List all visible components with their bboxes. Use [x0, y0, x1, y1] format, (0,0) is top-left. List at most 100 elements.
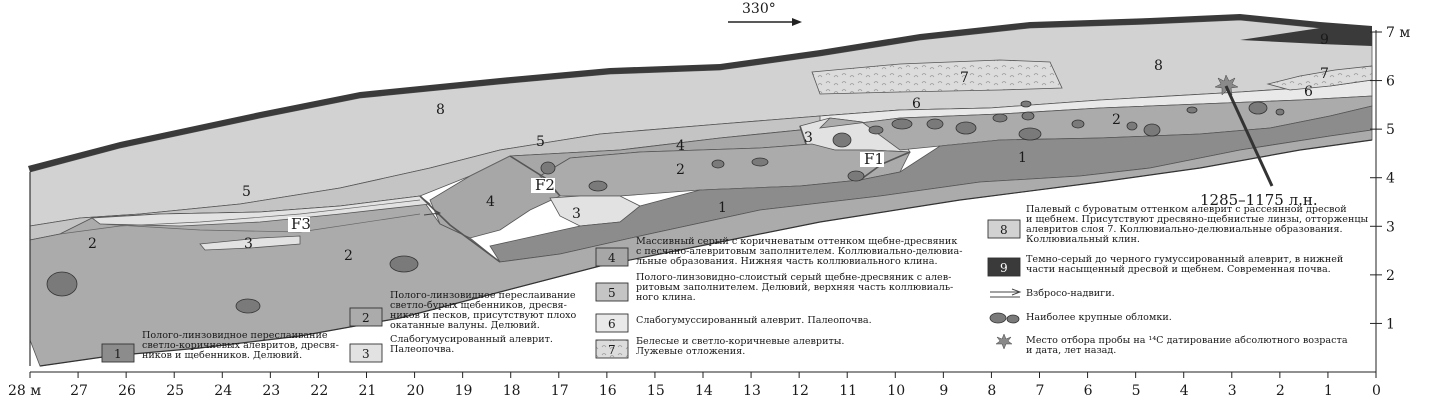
clast-icon	[389, 255, 419, 273]
legend-text-line: Слабогумусированный алеврит.	[390, 334, 553, 345]
layer-label-2: 2	[1112, 112, 1121, 128]
legend-number: 9	[1000, 261, 1008, 275]
clast-icon	[832, 132, 852, 148]
fault-label-f2: F2	[535, 176, 555, 194]
clast-icon	[1248, 101, 1268, 115]
legend-text-line: Слабогумуссированный алеврит. Палеопочва…	[636, 315, 872, 326]
legend-text-line: части насыщенный дресвой и щебнем. Совре…	[1026, 264, 1331, 275]
fault-labels: F3 F2 F1	[288, 150, 884, 233]
clast-icon	[1143, 123, 1161, 137]
legend-swatch	[595, 282, 629, 302]
clast-icon	[992, 113, 1008, 123]
clast-icon	[235, 298, 261, 314]
layer-label-1: 1	[1018, 150, 1027, 166]
orientation-arrow: 330°	[728, 1, 802, 26]
clast-icon	[1126, 121, 1138, 131]
x-tick-label: 15	[647, 383, 665, 399]
clast-icon	[711, 159, 725, 169]
layer-label-5: 5	[536, 134, 545, 150]
x-tick-label: 23	[262, 383, 280, 399]
x-tick-label: 11	[839, 383, 857, 399]
clast-icon	[1020, 100, 1032, 108]
legend-number: 4	[608, 251, 616, 265]
legend-text-line: алевритов слоя 7. Коллювиально-делювиаль…	[1026, 224, 1343, 235]
legend-text-line: Палеопочва.	[390, 344, 454, 355]
sample-star-legend-icon	[995, 333, 1013, 350]
layer-label-9: 9	[1320, 32, 1329, 48]
x-tick-label: 16	[599, 383, 617, 399]
layer-7-lens-right	[1266, 65, 1373, 91]
legend-swatch	[987, 257, 1021, 277]
x-tick-label: 9	[939, 383, 948, 399]
layer-boundary-line	[59, 199, 421, 235]
thrust-fault-line	[799, 125, 807, 145]
layer-label-6: 6	[1304, 84, 1313, 100]
layer-boundary-line	[699, 185, 801, 191]
x-tick-label: 26	[118, 383, 136, 399]
section-outline	[29, 139, 1373, 367]
clast-legend-icon	[989, 312, 1007, 324]
legend-text-line: Полого-линзовидное переслаивание	[390, 290, 576, 301]
layer-label-7: 7	[1320, 66, 1329, 82]
x-tick-label: 19	[455, 383, 473, 399]
y-tick-label: 7 м	[1386, 25, 1410, 41]
clast-icon	[46, 271, 78, 297]
layer-label-2: 2	[344, 248, 353, 264]
legend-item: Наиболее крупные обломки.	[989, 312, 1172, 324]
layer-boundary-line	[939, 139, 1001, 147]
legend-text-line: ного клина.	[636, 292, 696, 303]
x-tick-label: 1	[1324, 383, 1333, 399]
legend-text-line: и дата, лет назад.	[1026, 345, 1116, 356]
legend-swatch	[595, 339, 629, 359]
legend-text-line: Коллювиальный клин.	[1026, 234, 1140, 245]
layer-label-3: 3	[572, 206, 581, 222]
y-tick-label: 2	[1386, 268, 1395, 284]
x-tick-label: 14	[695, 383, 713, 399]
x-tick-label: 17	[551, 383, 569, 399]
legend-number: 7	[608, 343, 616, 357]
clast-icon	[1275, 108, 1285, 116]
legend-text-line: Полого-линзовидно-слоистый серый щебне-д…	[636, 272, 951, 283]
fault-label-f3: F3	[291, 215, 311, 233]
layer-label-5: 5	[242, 184, 251, 200]
legend-text-line: Темно-серый до черного гумуссированный а…	[1026, 254, 1343, 265]
layer-label-3: 3	[244, 236, 253, 252]
sample-marker: 1285–1175 л.н.	[1200, 74, 1318, 209]
thrust-symbol-icon	[423, 210, 442, 216]
layer-label-2: 2	[88, 236, 97, 252]
layer-label-8: 8	[436, 102, 445, 118]
x-tick-label: 0	[1372, 383, 1381, 399]
clast-icon	[1018, 127, 1042, 141]
x-tick-label: 7	[1036, 383, 1045, 399]
arrow-head-icon	[792, 18, 802, 26]
x-tick-label: 4	[1180, 383, 1189, 399]
layer-3-region-lower	[199, 235, 301, 251]
legend-swatch	[349, 343, 383, 363]
x-tick-label: 13	[743, 383, 761, 399]
x-tick-label: 22	[310, 383, 328, 399]
y-tick-label: 5	[1386, 122, 1395, 138]
legend-text-line: с песчано-алевритовым заполнителем. Колл…	[636, 246, 963, 257]
legend-text-line: Взбросо-надвиги.	[1026, 288, 1115, 299]
layer-3-region-left	[90, 195, 432, 227]
layer-boundary-line	[99, 213, 421, 233]
legend-text-line: Полого-линзовидное переслаивание	[142, 330, 328, 341]
layer-label-1: 1	[718, 200, 727, 216]
legend-text-line: и щебнем. Присутствуют дресвяно-щебнисты…	[1026, 214, 1369, 225]
x-tick-label: 18	[503, 383, 521, 399]
layer-boundary-line	[469, 155, 511, 177]
x-tick-label: 12	[791, 383, 809, 399]
legend-text-line: ритовым заполнителем. Делювий, верхняя ч…	[636, 282, 953, 293]
legend-item: Место отбора пробы на ¹⁴C датирование аб…	[995, 333, 1348, 356]
x-tick-label: 21	[359, 383, 377, 399]
y-tick-label: 4	[1386, 171, 1395, 187]
